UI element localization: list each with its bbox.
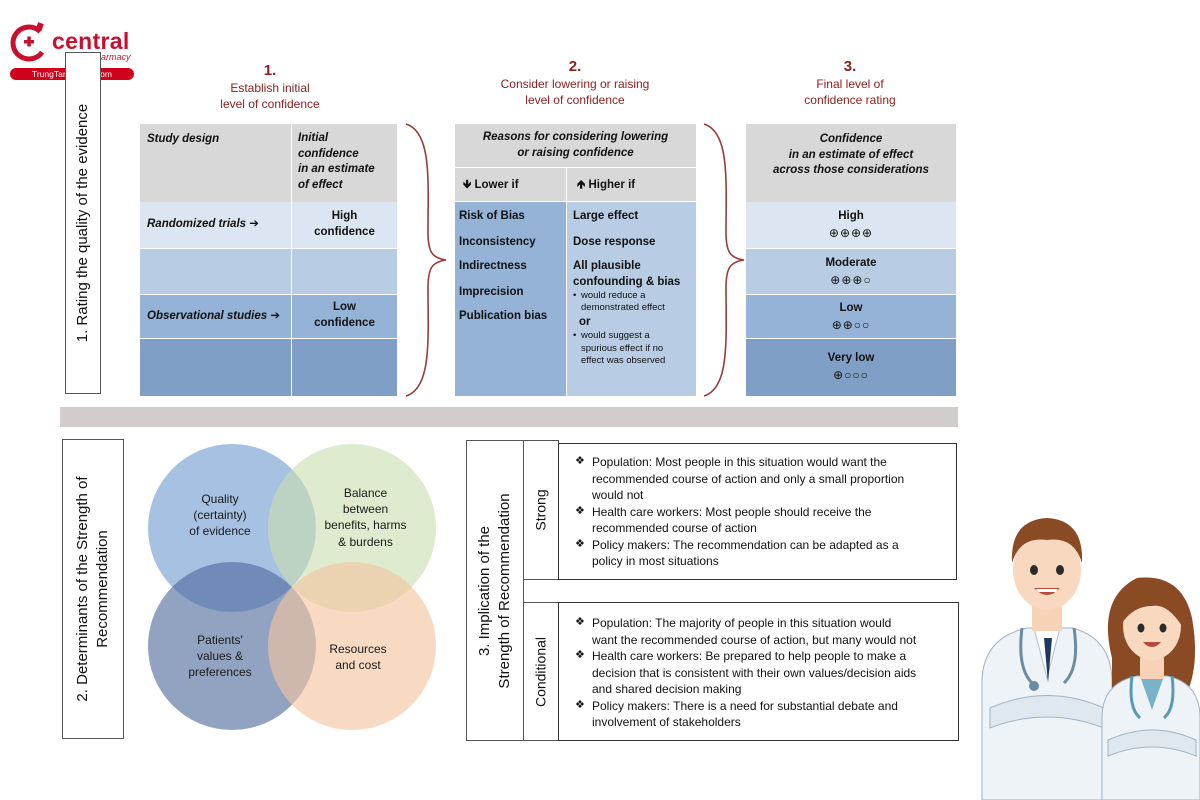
list-item: • would suggest a spurious effect if no … (573, 330, 666, 366)
rating-symbols: ⊕○○○ (833, 367, 869, 382)
diamond-bullet-icon: ❖ (575, 455, 585, 467)
step-3-line1: Final level of (816, 77, 884, 91)
right-arrow-icon: ➔ (249, 218, 259, 230)
empty-row-cell (292, 339, 397, 396)
resources-label: Resources and cost (329, 642, 387, 673)
balance-circle (268, 444, 436, 612)
list-item: Indirectness (459, 260, 527, 273)
step-2-line1: Consider lowering or raising (500, 77, 650, 91)
pharmacy-cross-icon (10, 22, 48, 62)
lower-if-list: Risk of Bias Inconsistency Indirectness … (455, 202, 566, 396)
strong-label-box: Strong (523, 440, 559, 580)
rating-quality-label: 1. Rating the quality of the evidence (73, 103, 91, 343)
list-item: • would reduce a demonstrated effect (573, 290, 665, 314)
step-1-line1: Establish initial (230, 81, 310, 95)
final-confidence-header: Confidence in an estimate of effect acro… (746, 124, 956, 202)
list-item: confounding & bias (573, 275, 681, 288)
low-confidence-cell: Low confidence (292, 295, 397, 338)
female-doctor-figure (1101, 577, 1200, 800)
list-item: Large effect (573, 210, 639, 222)
level-high-cell: High ⊕⊕⊕⊕ (746, 202, 956, 248)
quality-label: Quality (certainty) of evidence (189, 492, 251, 539)
observational-studies-cell: Observational studies ➔ (140, 295, 291, 338)
rating-symbols: ⊕⊕⊕⊕ (828, 225, 874, 240)
arrow-down-icon: 🡻 (463, 179, 472, 191)
list-item: Dose response (573, 235, 656, 248)
balance-label: Balance between benefits, harms & burden… (324, 486, 407, 549)
diamond-bullet-icon: ❖ (575, 537, 585, 550)
resources-circle (268, 562, 436, 730)
initial-confidence-table: Study design Initial confidence in an es… (140, 124, 397, 396)
determinants-label: 2. Determinants of the Strength of Recom… (73, 476, 111, 702)
level-moderate-cell: Moderate ⊕⊕⊕○ (746, 249, 956, 294)
doctors-illustration (981, 518, 1200, 800)
conditional-implication-box: ❖ Population: The majority of people in … (558, 602, 959, 741)
step-3-number: 3. (843, 58, 857, 75)
logo-wordmark: central (52, 28, 130, 54)
diamond-bullet-icon: ❖ (575, 616, 585, 628)
conditional-label-box: Conditional (523, 602, 559, 741)
higher-if-list: Large effect Dose response All plausible… (567, 202, 696, 396)
level-low-cell: Low ⊕⊕○○ (746, 295, 956, 338)
list-item: All plausible (573, 260, 641, 273)
step-1-header: 1. Establish initial level of confidence (170, 62, 370, 112)
step-1-line2: level of confidence (220, 97, 320, 112)
list-item: Publication bias (459, 310, 548, 323)
list-item: ❖ Health care workers: Most people shoul… (575, 504, 872, 536)
list-item: ❖ Population: Most people in this situat… (575, 455, 905, 503)
quality-circle (148, 444, 316, 612)
bullet-icon: • (573, 290, 577, 302)
determinants-label-box: 2. Determinants of the Strength of Recom… (62, 439, 124, 739)
diamond-bullet-icon: ❖ (575, 649, 585, 662)
right-arrow-icon: ➔ (270, 310, 280, 322)
arrow-up-icon: 🡹 (577, 179, 586, 191)
rating-quality-label-box: 1. Rating the quality of the evidence (65, 52, 101, 394)
rating-symbols: ⊕⊕○○ (831, 317, 871, 332)
step-2-line2: level of confidence (525, 93, 625, 108)
study-design-header: Study design (140, 124, 291, 202)
diamond-bullet-icon: ❖ (575, 504, 585, 517)
high-confidence-cell: High confidence (292, 202, 397, 248)
initial-confidence-header: Initial confidence in an estimate of eff… (292, 124, 397, 202)
patients-label: Patients' values & preferences (188, 633, 252, 680)
step-3-line2: confidence rating (804, 93, 896, 108)
bullet-icon: • (573, 330, 577, 342)
list-item: Risk of Bias (459, 210, 525, 222)
step-2-header: 2. Consider lowering or raising level of… (455, 58, 695, 108)
reasons-header: Reasons for considering lowering or rais… (455, 124, 696, 167)
list-item: or (579, 315, 591, 328)
conditional-label: Conditional (532, 636, 549, 707)
level-very-low-cell: Very low ⊕○○○ (746, 339, 956, 396)
implication-label-box: 3. Implication of the Strength of Recomm… (466, 440, 524, 741)
step-1-number: 1. (263, 62, 277, 79)
section-divider (60, 407, 958, 427)
strong-implication-box: ❖ Population: Most people in this situat… (558, 443, 957, 580)
list-item: Inconsistency (459, 235, 536, 248)
male-doctor-figure (981, 518, 1113, 800)
list-item: ❖ Population: The majority of people in … (575, 616, 917, 647)
determinants-venn-diagram (148, 444, 436, 730)
higher-if-header: 🡹 Higher if (567, 168, 696, 201)
step-3-header: 3. Final level of confidence rating (750, 58, 950, 108)
randomized-trials-cell: Randomized trials ➔ (140, 202, 291, 248)
diamond-bullet-icon: ❖ (575, 698, 585, 711)
logo-subtitle: pharmacy (91, 52, 131, 62)
step-2-number: 2. (568, 58, 582, 75)
list-item: Imprecision (459, 285, 524, 298)
patients-circle (148, 562, 316, 730)
reasons-table: Reasons for considering lowering or rais… (455, 124, 696, 396)
rating-symbols: ⊕⊕⊕○ (830, 272, 872, 287)
right-brace-icon (405, 123, 447, 397)
list-item: ❖ Policy makers: There is a need for sub… (575, 698, 898, 730)
empty-row-cell (140, 249, 291, 294)
lower-if-header: 🡻 Lower if (455, 168, 566, 201)
final-confidence-table: Confidence in an estimate of effect acro… (746, 124, 956, 396)
right-brace-icon (703, 123, 745, 397)
empty-row-cell (292, 249, 397, 294)
implication-label: 3. Implication of the Strength of Recomm… (475, 492, 513, 689)
empty-row-cell (140, 339, 291, 396)
strong-label: Strong (532, 489, 549, 531)
list-item: ❖ Health care workers: Be prepared to he… (575, 649, 917, 697)
list-item: ❖ Policy makers: The recommendation can … (575, 537, 899, 569)
